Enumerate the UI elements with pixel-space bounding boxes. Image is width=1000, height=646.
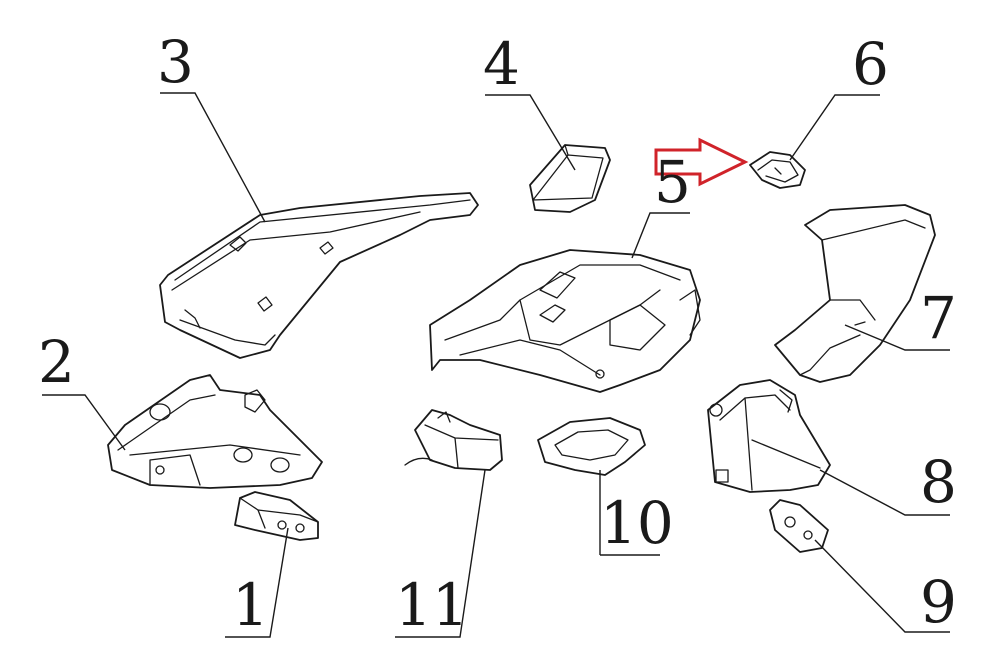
part-4-lens-cap[interactable] — [529, 144, 611, 213]
callout-9: 9 — [920, 568, 957, 636]
leader-lines — [42, 92, 950, 638]
callout-6: 6 — [852, 30, 889, 98]
leader-2 — [42, 394, 126, 451]
leader-9 — [814, 539, 950, 633]
callout-2: 2 — [38, 328, 75, 396]
callout-labels: 1 2 3 4 5 6 7 8 9 10 11 — [38, 28, 957, 639]
leader-10 — [599, 470, 660, 556]
callout-5: 5 — [654, 148, 691, 216]
leader-1 — [225, 527, 289, 638]
callout-1: 1 — [232, 571, 269, 639]
callout-8: 8 — [920, 448, 957, 516]
leader-11 — [395, 469, 486, 638]
callout-7: 7 — [920, 284, 957, 352]
leader-8 — [819, 469, 950, 516]
part-9-small-plate[interactable] — [769, 499, 829, 553]
part-8-right-bracket[interactable] — [707, 379, 831, 493]
part-3-left-fairing[interactable] — [159, 192, 479, 359]
part-10-trim-bezel[interactable] — [537, 417, 646, 476]
callout-4: 4 — [483, 30, 520, 98]
part-5-headlight-housing[interactable] — [429, 249, 701, 393]
leader-6 — [789, 94, 880, 161]
callout-3: 3 — [157, 28, 194, 96]
part-2-left-bracket[interactable] — [107, 374, 323, 489]
part-6-small-bracket[interactable] — [749, 151, 806, 189]
leader-3 — [160, 92, 266, 223]
leader-4 — [485, 94, 576, 171]
highlight-arrow-icon — [654, 137, 749, 187]
callout-11: 11 — [395, 571, 469, 639]
part-11-support-bracket[interactable] — [404, 409, 503, 471]
part-7-right-fairing[interactable] — [774, 204, 936, 383]
part-1-angle-bracket[interactable] — [234, 491, 319, 541]
leader-5 — [631, 212, 690, 259]
leader-7 — [844, 324, 950, 351]
callout-10: 10 — [600, 489, 674, 557]
